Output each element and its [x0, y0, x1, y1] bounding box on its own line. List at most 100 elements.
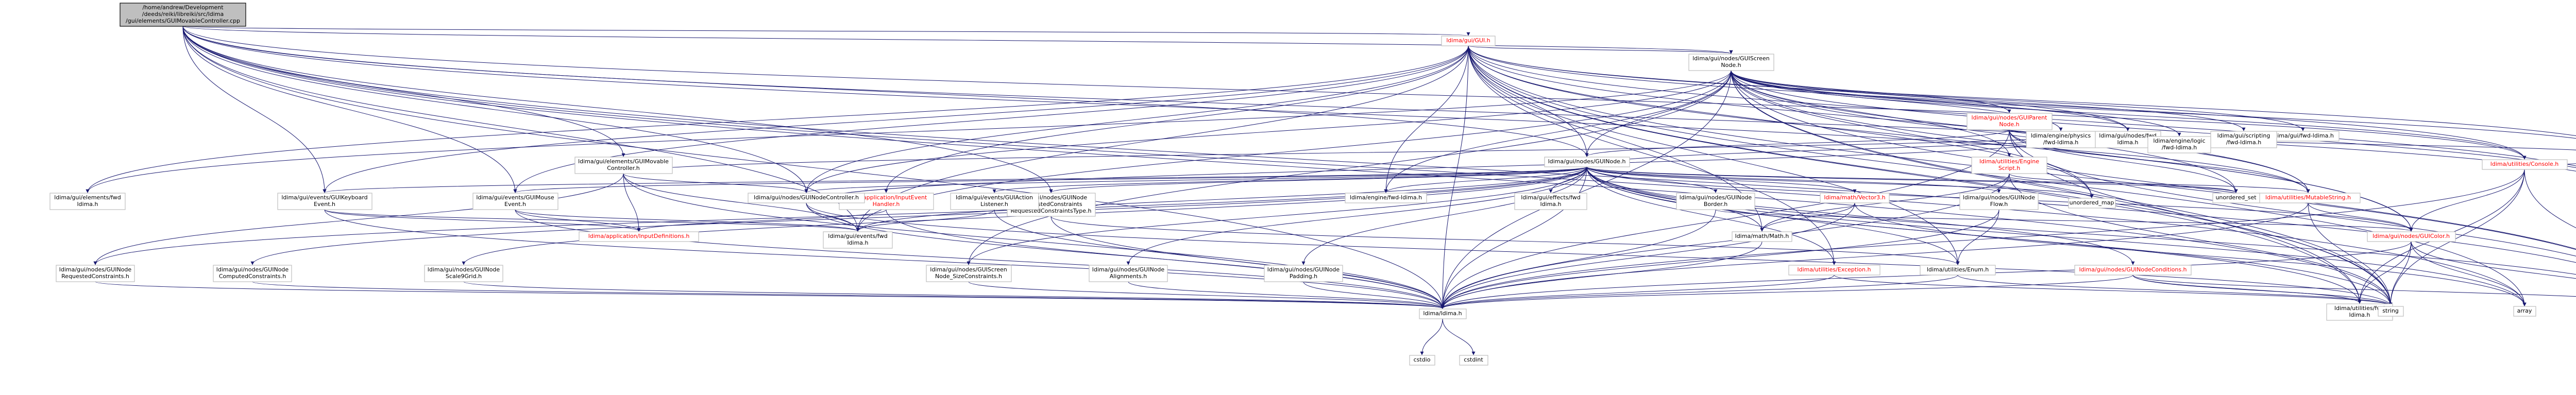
graph-node-label[interactable]: RequestedConstraints.h [61, 273, 129, 280]
graph-node-label[interactable]: /fwd-ldima.h [2162, 144, 2197, 151]
graph-node-box[interactable] [1409, 355, 1435, 366]
graph-node-box[interactable] [1419, 308, 1467, 319]
graph-node-label[interactable]: ldima.h [77, 201, 98, 208]
graph-node-label[interactable]: Padding.h [1290, 273, 1317, 280]
graph-node-label[interactable]: ldima/math/Vector3.h [1824, 194, 1885, 201]
graph-node-utilenum[interactable]: ldima/utilities/Enum.h [1920, 265, 1996, 276]
graph-node-label[interactable]: ldima/gui/effects/fwd [1521, 194, 1581, 201]
graph-node-label[interactable]: Alignments.h [1110, 273, 1147, 280]
graph-node-guinode[interactable]: ldima/gui/nodes/GUINode.h [1544, 157, 1630, 167]
graph-node-label[interactable]: ldima.h [2349, 312, 2370, 318]
graph-node-label[interactable]: Node.h [1721, 62, 1741, 68]
graph-node-std_array[interactable]: array [2513, 306, 2536, 317]
graph-node-box[interactable] [1959, 193, 2039, 210]
graph-node-box[interactable] [49, 193, 126, 210]
graph-node-box[interactable] [1732, 231, 1792, 242]
graph-node-label[interactable]: ldima/gui/GUI.h [1446, 37, 1490, 44]
graph-node-label[interactable]: ldima/gui/nodes/GUINode.h [1548, 158, 1626, 165]
graph-node-label[interactable]: cstdio [1414, 356, 1431, 363]
graph-node-box[interactable] [574, 157, 673, 174]
graph-node-label[interactable]: ldima/gui/nodes/fwd [2099, 132, 2157, 139]
graph-node-label[interactable]: Node_SizeConstraints.h [935, 273, 1002, 280]
graph-node-box[interactable] [1788, 265, 1880, 276]
graph-node-elementsmovable[interactable]: ldima/gui/elements/GUIMovableController.… [574, 157, 673, 174]
graph-node-label[interactable]: ldima.h [1540, 201, 1561, 208]
graph-node-label[interactable]: Controller.h [607, 165, 640, 171]
graph-node-box[interactable] [2074, 265, 2192, 276]
graph-node-box[interactable] [748, 193, 865, 203]
graph-node-label[interactable]: unordered_set [2215, 194, 2257, 201]
graph-node-label[interactable]: ldima/gui/nodes/GUINode [428, 266, 500, 273]
graph-node-ldimah[interactable]: ldima/ldima.h [1419, 308, 1467, 319]
graph-node-nodecomputed[interactable]: ldima/gui/nodes/GUINodeComputedConstrain… [213, 265, 292, 282]
graph-node-label[interactable]: ldima/gui/nodes/GUIScreen [930, 266, 1007, 273]
graph-node-label[interactable]: ComputedConstraints.h [219, 273, 286, 280]
graph-node-label[interactable]: ldima/gui/nodes/GUINode [1092, 266, 1165, 273]
graph-node-label[interactable]: ldima.h [2117, 139, 2138, 146]
graph-node-colorh[interactable]: ldima/gui/nodes/GUIColor.h [2367, 231, 2456, 242]
graph-node-label[interactable]: Listener.h [980, 201, 1008, 208]
graph-node-label[interactable]: ldima/gui/fwd-ldima.h [2272, 132, 2334, 139]
graph-node-box[interactable] [2367, 231, 2456, 242]
graph-node-label[interactable]: cstdint [1464, 356, 1483, 363]
graph-node-box[interactable] [56, 265, 135, 282]
graph-node-label[interactable]: unordered_map [2070, 199, 2114, 206]
graph-node-label[interactable]: ldima/gui/nodes/GUINode [1963, 194, 2036, 201]
graph-node-label[interactable]: Flow.h [1990, 201, 2008, 208]
graph-node-label[interactable]: ldima/gui/nodes/GUINode [216, 266, 289, 273]
graph-node-box[interactable] [579, 231, 699, 242]
graph-node-enginephysics[interactable]: ldima/engine/physics/fwd-ldima.h [2026, 131, 2096, 148]
graph-node-utilconsole[interactable]: ldima/utilities/Console.h [2482, 159, 2568, 170]
graph-node-label[interactable]: /fwd-ldima.h [2043, 139, 2078, 146]
graph-node-label[interactable]: ldima/utilities/Enum.h [1927, 266, 1989, 273]
graph-node-std_string[interactable]: string [2378, 306, 2404, 317]
graph-node-label[interactable]: ldima/gui/events/GUIKeyboard [281, 194, 367, 201]
graph-node-label[interactable]: ldima/gui/events/GUIMouse [476, 194, 554, 201]
graph-node-mathvector[interactable]: ldima/math/Vector3.h [1820, 193, 1890, 203]
graph-node-box[interactable] [1544, 157, 1630, 167]
graph-node-label[interactable]: ldima/utilities/Exception.h [1798, 266, 1871, 273]
graph-node-box[interactable] [213, 265, 292, 282]
graph-node-label[interactable]: array [2517, 307, 2532, 314]
graph-node-label[interactable]: ldima/gui/events/GUIAction [956, 194, 1033, 201]
graph-node-std_cstdint[interactable]: cstdint [1459, 355, 1488, 366]
graph-node-box[interactable] [823, 231, 893, 249]
graph-node-box[interactable] [1967, 113, 2053, 130]
graph-node-label[interactable]: ldima/gui/nodes/GUIScreen [1692, 55, 1770, 62]
graph-node-label[interactable]: ldima/gui/nodes/GUINodeConditions.h [2079, 266, 2187, 273]
graph-node-box[interactable] [1676, 193, 1755, 210]
graph-node-nodeconditions[interactable]: ldima/gui/nodes/GUINodeConditions.h [2074, 265, 2192, 276]
graph-node-box[interactable] [277, 193, 372, 210]
graph-node-box[interactable] [1089, 265, 1168, 282]
graph-node-box[interactable] [1920, 265, 1996, 276]
graph-node-label[interactable]: ldima/gui/nodes/GUINode [1680, 194, 1752, 201]
graph-node-label[interactable]: ldima/application/InputEvent [845, 194, 927, 201]
graph-node-std_cstdio[interactable]: cstdio [1409, 355, 1435, 366]
graph-node-box[interactable] [1820, 193, 1890, 203]
graph-node-box[interactable] [926, 265, 1012, 282]
graph-node-box[interactable] [1441, 36, 1496, 46]
graph-node-box[interactable] [1345, 193, 1427, 203]
graph-node-nodecontroller[interactable]: ldima/gui/nodes/GUINodeController.h [748, 193, 865, 203]
graph-node-guifwd[interactable]: ldima/gui/fwd-ldima.h [2266, 131, 2340, 142]
graph-node-label[interactable]: ldima/ldima.h [1423, 310, 1462, 317]
graph-node-appinputdef[interactable]: ldima/application/InputDefinitions.h [579, 231, 699, 242]
graph-node-box[interactable] [2068, 198, 2116, 209]
graph-node-box[interactable] [2482, 159, 2568, 170]
graph-node-label[interactable]: string [2382, 307, 2399, 314]
graph-node-label[interactable]: Event.h [504, 201, 526, 208]
graph-node-box[interactable] [424, 265, 503, 282]
graph-node-label[interactable]: Event.h [314, 201, 335, 208]
graph-node-label[interactable]: ldima/engine/logic [2153, 138, 2205, 144]
